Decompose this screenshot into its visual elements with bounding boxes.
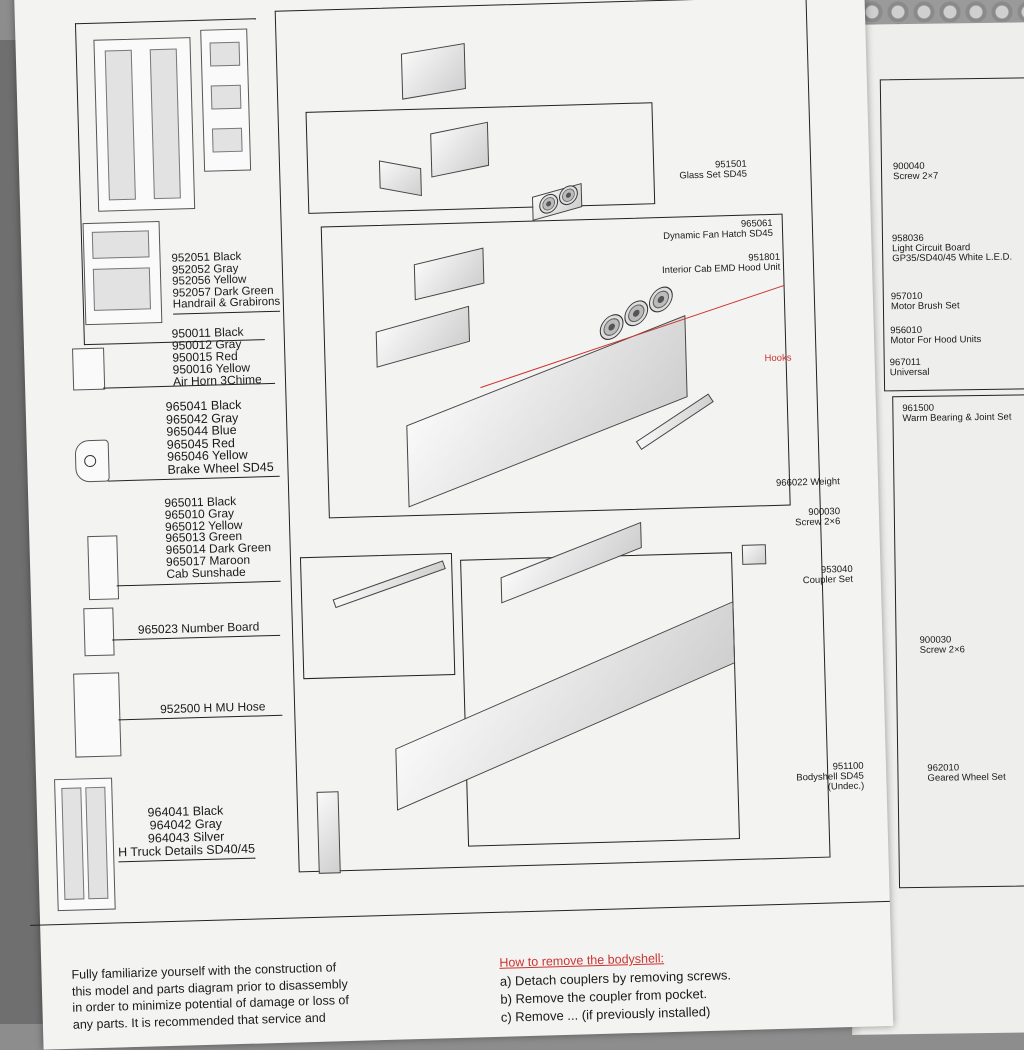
brakewheel-sprue: [74, 439, 110, 483]
sunshade-sprue: [87, 535, 120, 601]
numberboard-sprue: [83, 607, 115, 657]
handrail-sprue: [93, 37, 196, 212]
sunshade-sprue-top: [200, 28, 252, 172]
leader-sunshade: [116, 580, 281, 587]
muhose-sprue: [73, 672, 122, 758]
grab-sprue: [82, 221, 163, 326]
leader-muhose: [118, 714, 283, 721]
instructions-divider: [30, 900, 890, 926]
intro-paragraph: Fully familiarize yourself with the cons…: [71, 960, 350, 1032]
small-parts: [316, 791, 341, 874]
label-muhose: 952500 H MU Hose: [159, 699, 266, 717]
bodyshell-steps: a) Detach couplers by removing screws. b…: [499, 967, 732, 1025]
truck-sprue: [54, 777, 116, 912]
leader-brakewheel: [107, 475, 280, 482]
coupler-part: [741, 544, 767, 565]
label-weight: 966022 Weight: [775, 476, 840, 489]
label-numberboard: 965023 Number Board: [137, 619, 260, 637]
airhorn-sprue: [72, 347, 106, 391]
label-hooks: Hooks: [764, 352, 792, 365]
